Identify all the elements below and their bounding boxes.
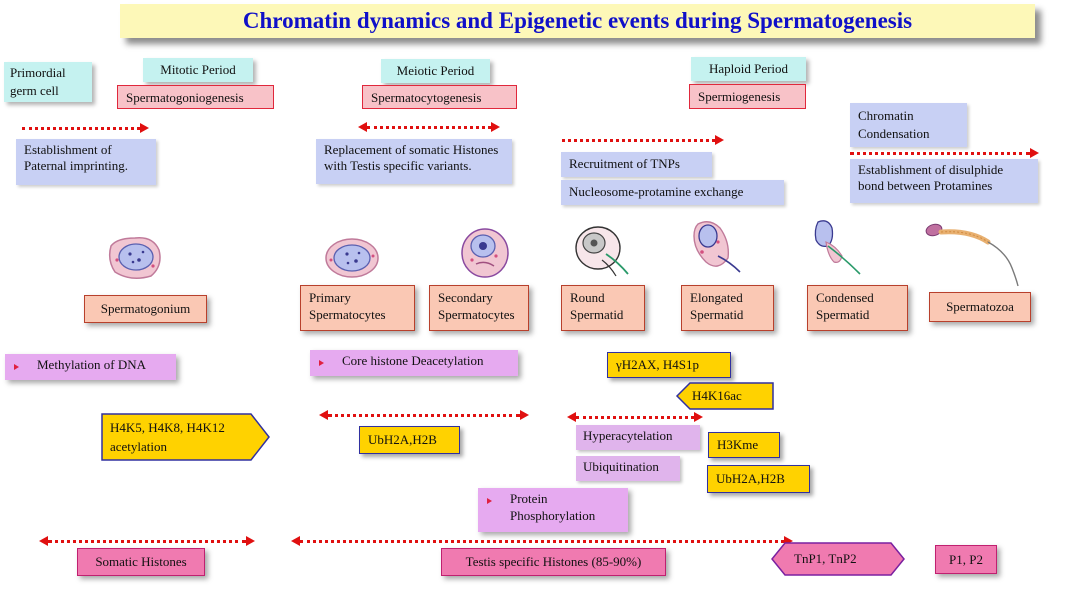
- hyperacetylation-box: Hyperacytelation: [576, 425, 700, 450]
- spermatocytogenesis-label: Spermatocytogenesis: [362, 85, 517, 109]
- h4-acetylation-shape: [101, 413, 270, 461]
- ubh2a-box-1: UbH2A,H2B: [359, 426, 460, 454]
- condensed-spermatid-label: Condensed Spermatid: [807, 285, 908, 331]
- h4k16ac-shape: [675, 382, 774, 410]
- primordial-germ-cell-label: Primordial germ cell: [4, 62, 92, 102]
- chromatin-condensation-label: Chromatin Condensation: [850, 103, 967, 147]
- tnp-recruitment-box: Recruitment of TNPs: [561, 152, 712, 177]
- spermatozoa-image: [925, 223, 1019, 287]
- primary-spermatocyte-image: [325, 238, 379, 278]
- primary-spermatocytes-label: Primary Spermatocytes: [300, 285, 415, 331]
- haploid-period-label: Haploid Period: [691, 57, 806, 81]
- protein-phosphorylation-bar: Protein Phosphorylation: [478, 488, 628, 532]
- testis-histone-arrow: [291, 536, 793, 546]
- page-title: Chromatin dynamics and Epigenetic events…: [120, 4, 1035, 38]
- secondary-spermatocyte-image: [461, 228, 509, 278]
- protamine-exchange-box: Nucleosome-protamine exchange: [561, 180, 784, 205]
- spermatogoniogenesis-label: Spermatogoniogenesis: [117, 85, 274, 109]
- protamine-box: P1, P2: [935, 545, 997, 574]
- spermatogonium-label: Spermatogonium: [84, 295, 207, 323]
- meiotic-period-label: Meiotic Period: [381, 59, 490, 83]
- core-deacetylation-text: Core histone Deacetylation: [342, 353, 484, 368]
- dna-methylation-bar: Methylation of DNA: [5, 354, 176, 380]
- elongated-spermatid-label: Elongated Spermatid: [681, 285, 774, 331]
- haploid-arrow: [562, 135, 724, 145]
- round-spermatid-label: Round Spermatid: [561, 285, 645, 331]
- meiotic-arrow: [358, 122, 500, 132]
- h4-acetylation-text: H4K5, H4K8, H4K12 acetylation: [110, 420, 225, 454]
- h4k16ac-text: H4K16ac: [692, 388, 742, 403]
- disulphide-box: Establishment of disulphide bond between…: [850, 159, 1038, 203]
- testis-histones-box: Testis specific Histones (85-90%): [441, 548, 666, 576]
- somatic-histone-arrow: [39, 536, 255, 546]
- round-spermatid-image: [575, 226, 629, 277]
- mitotic-period-label: Mitotic Period: [143, 58, 253, 82]
- ubiquitination-box: Ubiquitination: [576, 456, 680, 481]
- paternal-imprinting-box: Establishment of Paternal imprinting.: [16, 139, 156, 185]
- histone-replacement-box: Replacement of somatic Histones with Tes…: [316, 139, 512, 184]
- spermatogonium-image: [108, 237, 161, 279]
- mitotic-arrow: [22, 123, 149, 133]
- somatic-histones-box: Somatic Histones: [77, 548, 205, 576]
- tnp-text: TnP1, TnP2: [794, 551, 857, 566]
- protein-phosphorylation-text: Protein Phosphorylation: [510, 491, 596, 523]
- secondary-spermatocytes-label: Secondary Spermatocytes: [429, 285, 529, 331]
- spermiogenesis-label: Spermiogenesis: [689, 84, 806, 109]
- histone-variant-arrow: [319, 410, 529, 420]
- dna-methylation-text: Methylation of DNA: [37, 357, 147, 372]
- elongated-spermatid-image: [693, 221, 741, 273]
- condensation-arrow: [850, 148, 1039, 158]
- tnp-shape: [771, 542, 905, 576]
- spermatozoa-label: Spermatozoa: [929, 292, 1031, 322]
- h2ax-box: γH2AX, H4S1p: [607, 352, 731, 378]
- h3kme-box: H3Kme: [708, 432, 780, 458]
- core-deacetylation-bar: Core histone Deacetylation: [310, 350, 518, 376]
- ubh2a-box-2: UbH2A,H2B: [707, 465, 810, 493]
- spermatid-arrow: [567, 412, 703, 422]
- condensed-spermatid-image: [814, 220, 861, 275]
